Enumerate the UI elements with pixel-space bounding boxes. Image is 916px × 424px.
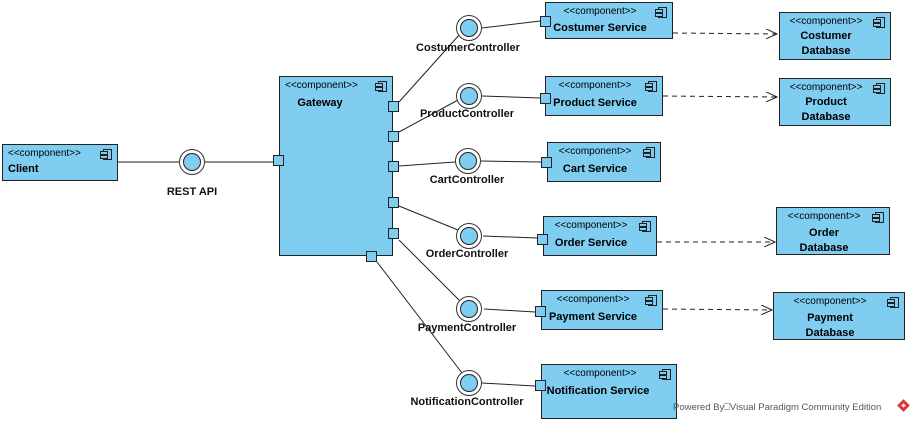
cart-service-port[interactable] (541, 157, 552, 168)
component-stereotype: <<component>> (8, 148, 81, 159)
component-icon (655, 7, 667, 18)
component-icon (645, 81, 657, 92)
order-controller-label: OrderController (425, 248, 509, 260)
gateway-payment-controller-line (398, 239, 460, 301)
component-icon (645, 295, 657, 306)
gateway-notification-controller-line (376, 261, 463, 374)
costumer-controller-service-line (481, 20, 541, 29)
component-name-line2: Database (805, 327, 855, 339)
costumer-controller-label: CostumerController (416, 42, 520, 54)
product-controller-label: ProductController (419, 108, 515, 120)
component-name: Order Service (554, 237, 628, 249)
payment-service-component[interactable]: <<component>> Payment Service (541, 290, 663, 330)
gateway-port-rest[interactable] (273, 155, 284, 166)
component-name-line2: Database (801, 111, 851, 123)
component-name: Client (8, 163, 39, 175)
cart-controller-interface-icon[interactable] (455, 148, 481, 174)
component-name-line1: Costumer (800, 30, 852, 42)
notification-service-port[interactable] (535, 380, 546, 391)
component-stereotype: <<component>> (563, 6, 637, 17)
component-icon (873, 83, 885, 94)
gateway-port-order[interactable] (388, 197, 399, 208)
component-icon (643, 147, 655, 158)
cart-controller-label: CartController (429, 174, 505, 186)
gateway-port-cart[interactable] (388, 161, 399, 172)
component-name: Gateway (297, 97, 343, 109)
gateway-product-controller-line (398, 99, 459, 133)
component-icon (887, 297, 899, 308)
payment-database-component[interactable]: <<component>> Payment Database (773, 292, 905, 340)
component-stereotype: <<component>> (556, 294, 630, 305)
component-stereotype: <<component>> (285, 80, 358, 91)
component-stereotype: <<component>> (554, 220, 628, 231)
order-controller-interface-icon[interactable] (456, 223, 482, 249)
order-database-component[interactable]: <<component>> Order Database (776, 207, 890, 255)
payment-controller-service-line (483, 308, 536, 313)
product-controller-service-line (481, 95, 541, 99)
costumer-database-component[interactable]: <<component>> Costumer Database (779, 12, 891, 60)
costumer-controller-interface-icon[interactable] (456, 15, 482, 41)
notification-controller-label: NotificationController (410, 396, 524, 408)
gateway-port-costumer[interactable] (388, 101, 399, 112)
product-db-dependency (662, 96, 777, 97)
component-stereotype: <<component>> (558, 146, 632, 157)
costumer-service-port[interactable] (540, 16, 551, 27)
costumer-service-component[interactable]: <<component>> Costumer Service (545, 2, 673, 39)
rest-api-interface-icon[interactable] (179, 149, 205, 175)
component-name-line1: Product (805, 96, 847, 108)
component-stereotype: <<component>> (558, 80, 632, 91)
product-controller-interface-icon[interactable] (456, 83, 482, 109)
component-icon (639, 221, 651, 232)
watermark-text: Powered By⎕Visual Paradigm Community Edi… (673, 402, 882, 413)
gateway-order-controller-line (398, 205, 459, 231)
component-name-line1: Payment (807, 312, 853, 324)
product-service-component[interactable]: <<component>> Product Service (545, 76, 663, 116)
component-icon (873, 17, 885, 28)
gateway-costumer-controller-line (398, 33, 461, 103)
cart-service-component[interactable]: <<component>> Cart Service (547, 142, 661, 182)
product-database-component[interactable]: <<component>> Product Database (779, 78, 891, 126)
component-icon (375, 81, 387, 92)
component-stereotype: <<component>> (793, 296, 867, 307)
component-stereotype: <<component>> (789, 16, 863, 27)
payment-service-port[interactable] (535, 306, 546, 317)
gateway-port-product[interactable] (388, 131, 399, 142)
notification-service-component[interactable]: <<component>> Notification Service (541, 364, 677, 419)
notification-controller-service-line (481, 382, 536, 387)
order-service-component[interactable]: <<component>> Order Service (543, 216, 657, 256)
component-name-line2: Database (799, 242, 849, 254)
gateway-cart-controller-line (398, 161, 456, 167)
component-name: Notification Service (546, 385, 650, 397)
component-name: Payment Service (548, 311, 638, 323)
gateway-port-notification[interactable] (366, 251, 377, 262)
cart-controller-service-line (480, 160, 542, 163)
component-name: Cart Service (562, 163, 628, 175)
product-service-port[interactable] (540, 93, 551, 104)
component-icon (659, 369, 671, 380)
gateway-port-payment[interactable] (388, 228, 399, 239)
order-service-port[interactable] (537, 234, 548, 245)
payment-db-dependency (662, 309, 772, 310)
component-icon (872, 212, 884, 223)
component-name: Costumer Service (553, 22, 647, 34)
gateway-component[interactable]: <<component>> Gateway (279, 76, 393, 256)
payment-controller-label: PaymentController (417, 322, 517, 334)
order-controller-service-line (482, 235, 538, 239)
component-name: Product Service (553, 97, 637, 109)
costumer-db-dependency (672, 33, 777, 34)
component-icon (100, 149, 112, 160)
rest-api-label: REST API (166, 186, 218, 198)
component-name-line1: Order (809, 227, 839, 239)
notification-controller-interface-icon[interactable] (456, 370, 482, 396)
client-component[interactable]: <<component>> Client (2, 144, 118, 181)
component-stereotype: <<component>> (787, 211, 861, 222)
payment-controller-interface-icon[interactable] (456, 296, 482, 322)
component-stereotype: <<component>> (563, 368, 637, 379)
component-name-line2: Database (801, 45, 851, 57)
component-stereotype: <<component>> (789, 82, 863, 93)
